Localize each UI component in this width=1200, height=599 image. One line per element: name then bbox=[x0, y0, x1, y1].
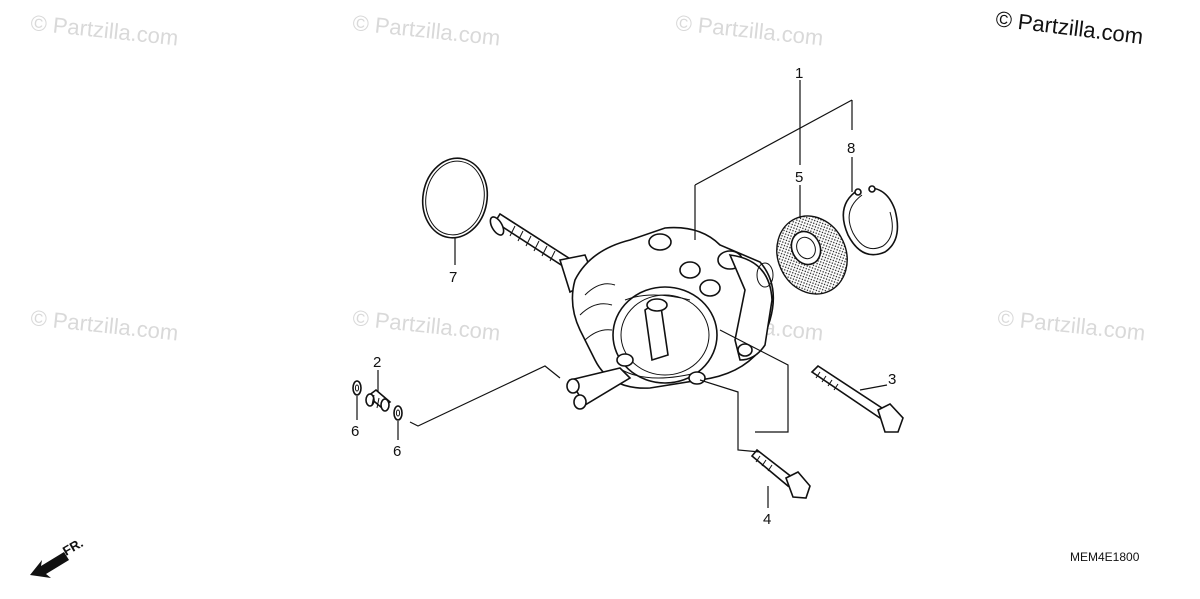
callout-4[interactable]: 4 bbox=[763, 511, 771, 528]
watermark-text: © Partzilla.com bbox=[996, 305, 1146, 345]
callout-3[interactable]: 3 bbox=[888, 371, 896, 388]
o-ring-part[interactable] bbox=[417, 153, 494, 243]
watermark-text: © Partzilla.com bbox=[29, 305, 179, 345]
front-direction-arrow-icon: FR. bbox=[30, 535, 86, 578]
bearing-part[interactable] bbox=[764, 204, 859, 305]
callout-labels: 1 2 3 4 5 6 6 7 8 bbox=[351, 65, 896, 528]
washer-left-part[interactable] bbox=[352, 380, 362, 396]
leader-lines bbox=[356, 80, 888, 508]
callout-5[interactable]: 5 bbox=[795, 169, 803, 186]
washer-right-part[interactable] bbox=[393, 405, 403, 421]
watermark-text: © Partzilla.com bbox=[29, 10, 179, 50]
gear-case-assembly[interactable] bbox=[488, 212, 775, 410]
callout-6a[interactable]: 6 bbox=[351, 423, 359, 440]
callout-8[interactable]: 8 bbox=[847, 140, 855, 157]
callout-2[interactable]: 2 bbox=[373, 354, 381, 371]
callout-6b[interactable]: 6 bbox=[393, 443, 401, 460]
diagram-code: MEM4E1800 bbox=[1070, 550, 1140, 564]
watermark-text: © Partzilla.com bbox=[351, 10, 501, 50]
watermark-text: © Partzilla.com bbox=[674, 10, 824, 50]
bolt-3-part[interactable] bbox=[810, 364, 904, 433]
bolt-4-part[interactable] bbox=[750, 448, 811, 499]
watermark-text: © Partzilla.com bbox=[351, 305, 501, 345]
dowel-pin-part[interactable] bbox=[365, 388, 392, 412]
callout-7[interactable]: 7 bbox=[449, 269, 457, 286]
callout-1[interactable]: 1 bbox=[795, 65, 803, 82]
copyright-text: © Partzilla.com bbox=[994, 6, 1144, 49]
circlip-part[interactable] bbox=[842, 185, 899, 256]
